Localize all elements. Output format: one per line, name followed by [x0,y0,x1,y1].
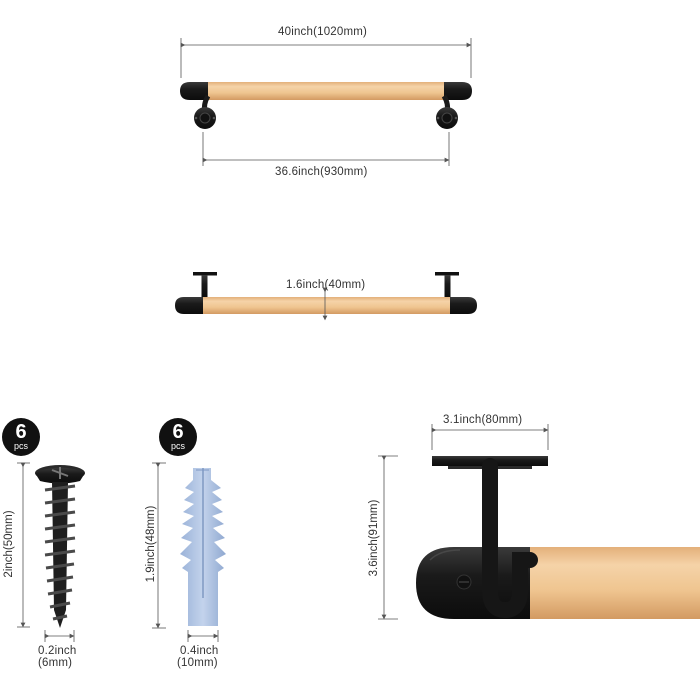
anchor-quantity: 6 [172,421,184,443]
anchor-quantity-badge: 6 pcs [159,418,197,456]
overall-length-label: 40inch(1020mm) [278,26,368,38]
anchor-width-dimension [187,630,219,642]
screw-quantity-unit: pcs [13,441,28,451]
diameter-label: 1.6inch(40mm) [286,279,366,291]
anchor-quantity-unit: pcs [170,441,185,451]
screw-icon [35,465,85,628]
handrail-top-view [175,272,477,321]
wooden-rail-top [203,297,450,314]
bracket-arm-detail [482,458,538,619]
screw-width-label-line2: (6mm) [38,657,73,669]
anchor-width-label-line2: (10mm) [177,657,218,669]
plate-width-label: 3.1inch(80mm) [443,414,523,426]
bracket-span-label: 36.6inch(930mm) [275,166,368,178]
rail-end-cap-left [180,82,208,100]
anchor-length-dimension [152,462,166,629]
wall-bracket-right [436,94,458,129]
wall-bracket-left [194,94,216,129]
overall-length-dimension [180,38,472,78]
wooden-rail-detail [530,547,700,619]
screw-quantity-badge: 6 pcs [2,418,40,456]
screw-width-dimension [44,630,75,642]
screw-length-label: 2inch(50mm) [3,510,15,578]
bracket-post-right [435,272,459,297]
rail-end-cap-detail [416,547,530,619]
bracket-height-dimension [378,455,398,620]
plate-width-dimension [431,424,549,450]
anchor-length-label: 1.9inch(48mm) [145,505,157,583]
anchor-width-label-line1: 0.4inch [180,645,219,657]
wooden-rail [208,82,444,100]
wall-anchor-icon [180,468,226,626]
bracket-span-dimension [202,132,450,166]
screw-width-label-line1: 0.2inch [38,645,77,657]
bracket-height-label: 3.6inch(91mm) [368,499,380,577]
rail-end-cap-left-top [175,297,203,314]
screw-length-dimension [17,462,30,628]
rail-end-cap-right [444,82,472,100]
bracket-detail-view [416,456,700,619]
screw-quantity: 6 [15,421,27,443]
bracket-post-left [193,272,217,297]
rail-end-cap-right-top [450,297,477,314]
handrail-front-view [180,38,472,166]
